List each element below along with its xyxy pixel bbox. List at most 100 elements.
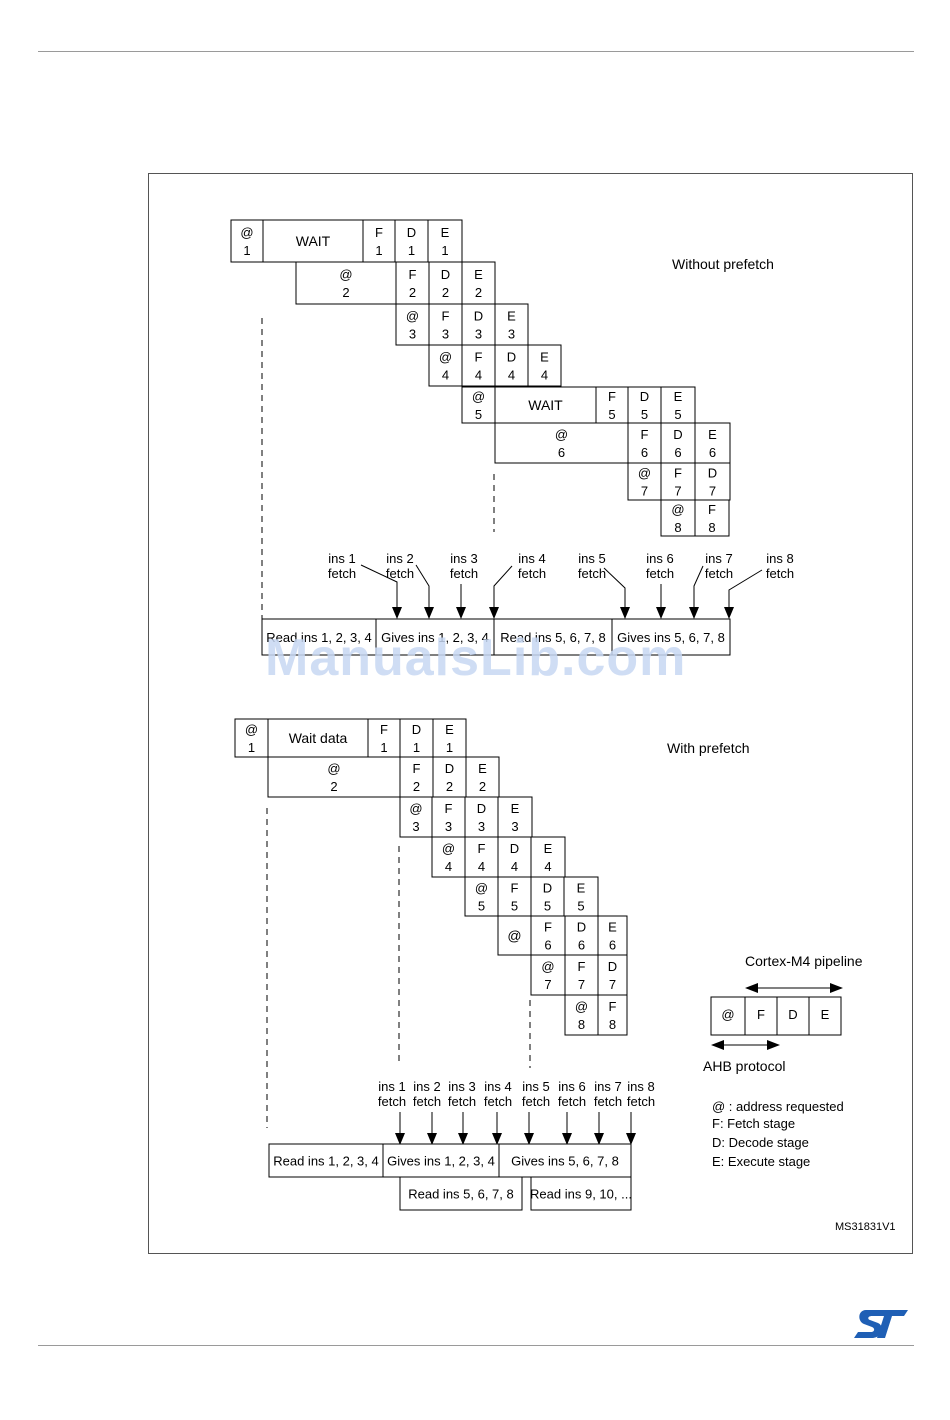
with-cell-label: @ [327, 761, 340, 776]
with-cell-label: 7 [544, 977, 551, 992]
with-cell [564, 994, 599, 1036]
with-cell-label: 1 [248, 740, 255, 755]
with-cell-label: @ [541, 959, 554, 974]
without-cell-label: 3 [508, 327, 515, 342]
without-prefetch-diagram: @1WAITF1D1E1@2F2D2E2@3F3D3E3@4F4D4E4@5WA… [230, 219, 794, 656]
with-fetch-label: fetch [594, 1094, 622, 1109]
without-fetch-arrowhead [620, 607, 630, 619]
with-fetch-arrowhead [626, 1133, 636, 1145]
with-cell-label: 1 [413, 740, 420, 755]
with-cell [464, 836, 499, 878]
without-fetch-arrowhead [456, 607, 466, 619]
without-fetch-arrowhead [656, 607, 666, 619]
without-fetch-arrowhead [392, 607, 402, 619]
without-fetch-label: ins 8 [766, 551, 793, 566]
with-cell [464, 796, 499, 838]
top-rule [38, 51, 914, 52]
with-fetch-label: ins 2 [413, 1079, 440, 1094]
with-bus-read-1-4-label: Read ins 1, 2, 3, 4 [273, 1154, 379, 1169]
legend-pipeline-cell-label: F [757, 1007, 765, 1022]
with-cell-label: D [608, 959, 617, 974]
without-cell-label: @ [638, 466, 651, 481]
with-cell [563, 876, 599, 917]
with-fetch-arrowhead [492, 1133, 502, 1145]
without-cell-label: E [540, 350, 549, 365]
without-cell-label: D [407, 225, 416, 240]
with-cell-label: D [412, 722, 421, 737]
with-fetch-label: ins 3 [448, 1079, 475, 1094]
without-cell [395, 303, 430, 346]
with-cell [564, 915, 599, 956]
without-cell-label: D [507, 350, 516, 365]
without-fetch-label: fetch [705, 566, 733, 581]
with-cell-label: F [380, 722, 388, 737]
with-cell-label: D [543, 881, 552, 896]
without-cell-label: @ [406, 309, 419, 324]
with-fetch-label: ins 6 [558, 1079, 585, 1094]
legend-pipeline-cell [776, 996, 810, 1036]
with-cell [464, 876, 499, 917]
without-bus-read-1-4-label: Read ins 1, 2, 3, 4 [266, 630, 372, 645]
without-fetch-label: ins 6 [646, 551, 673, 566]
with-cell-label: D [445, 761, 454, 776]
without-bus-gives-1-4-label: Gives ins 1, 2, 3, 4 [381, 630, 489, 645]
with-cell-label: F [609, 999, 617, 1014]
legend-pipeline-cell-label: E [821, 1007, 830, 1022]
watermark: ManualsLib.com [265, 629, 687, 687]
figure-frame [148, 173, 913, 1254]
legend-key-execute: E: Execute stage [712, 1154, 810, 1169]
with-cell-label: 3 [445, 819, 452, 834]
without-cell-label: 2 [475, 285, 482, 300]
with-cell [497, 836, 532, 878]
with-bus-read-1-4 [268, 1143, 384, 1178]
without-cell-label: F [641, 427, 649, 442]
with-cell [530, 954, 566, 996]
ahb-span-arrowhead [711, 1040, 724, 1050]
pipeline-span-arrowhead [745, 983, 758, 993]
with-fetch-label: fetch [558, 1094, 586, 1109]
with-cell-label: E [608, 920, 617, 935]
without-cell [694, 499, 730, 537]
without-cell-label: 3 [442, 327, 449, 342]
without-fetch-arrow [493, 565, 513, 612]
without-cell-label: E [474, 267, 483, 282]
with-cell-label: 3 [511, 819, 518, 834]
with-cell-label: E [544, 841, 553, 856]
with-cell-label: E [577, 881, 586, 896]
without-cell-label: WAIT [528, 397, 563, 413]
without-cell-label: 5 [641, 407, 648, 422]
with-cell [432, 756, 467, 798]
without-cell-label: 7 [641, 484, 648, 499]
with-bus-gives-5-8-label: Gives ins 5, 6, 7, 8 [511, 1154, 619, 1169]
without-cell-label: WAIT [296, 233, 331, 249]
without-cell [362, 219, 396, 263]
without-cell-label: 1 [408, 243, 415, 258]
without-cell-label: 2 [342, 285, 349, 300]
with-fetch-label: fetch [522, 1094, 550, 1109]
with-fetch-label: fetch [484, 1094, 512, 1109]
with-fetch-arrowhead [458, 1133, 468, 1145]
with-cell-label: @ [409, 801, 422, 816]
without-fetch-label: ins 5 [578, 551, 605, 566]
with-cell-label: @ [475, 881, 488, 896]
without-cell-label: D [640, 389, 649, 404]
without-cell-label: 5 [475, 407, 482, 422]
without-fetch-label: ins 1 [328, 551, 355, 566]
with-cell-label: 2 [330, 779, 337, 794]
without-cell [494, 344, 529, 387]
with-cell [234, 718, 269, 758]
without-cell-label: 3 [409, 327, 416, 342]
without-fetch-label: fetch [518, 566, 546, 581]
with-cell [530, 836, 566, 878]
with-fetch-label: ins 5 [522, 1079, 549, 1094]
without-cell-label: @ [472, 389, 485, 404]
without-fetch-arrow [728, 569, 763, 612]
with-cell-label: D [477, 801, 486, 816]
without-fetch-arrow [693, 565, 704, 612]
legend-pipeline-cell-label: @ [721, 1007, 734, 1022]
without-cell [494, 303, 529, 346]
without-fetch-arrow [360, 564, 398, 612]
